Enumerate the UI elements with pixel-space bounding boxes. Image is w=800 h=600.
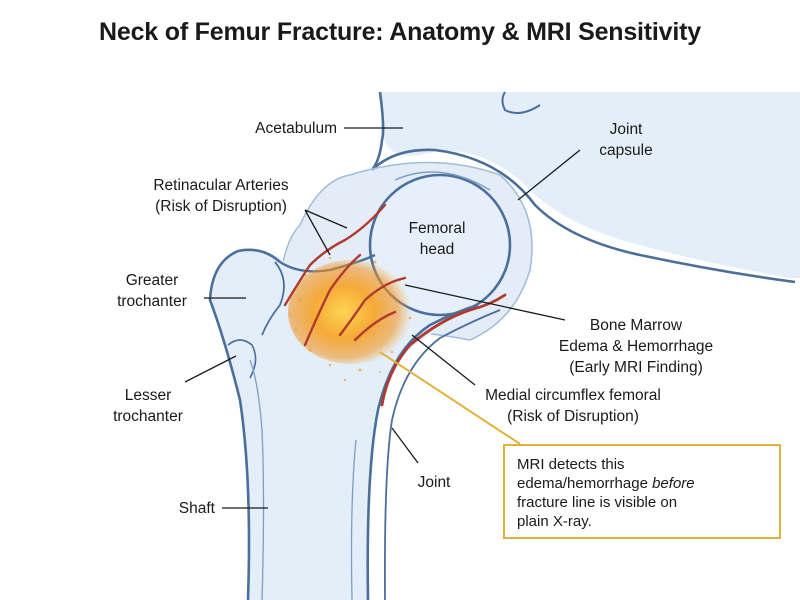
label-medial-circumflex-2: (Risk of Disruption) xyxy=(507,408,639,425)
femur-medial-outline xyxy=(366,303,479,600)
label-acetabulum: Acetabulum xyxy=(255,120,337,137)
label-femoral-head-2: head xyxy=(420,241,454,258)
label-shaft: Shaft xyxy=(179,500,216,517)
label-femoral-head-1: Femoral xyxy=(409,220,466,237)
bone-marrow-leader xyxy=(404,284,566,321)
label-bone-marrow-3: (Early MRI Finding) xyxy=(569,359,703,376)
lesser-trochanter-outline xyxy=(227,339,257,379)
callout-line-3: fracture line is visible on xyxy=(517,494,678,511)
callout-line-4: plain X-ray. xyxy=(517,513,592,530)
pelvis-bone xyxy=(380,92,800,278)
medial-circumflex-leader xyxy=(411,334,476,386)
callout-line-2a: edema/hemorrhage xyxy=(517,475,653,492)
label-joint-capsule-1: Joint xyxy=(610,121,643,138)
label-joint-capsule-2: capsule xyxy=(599,142,652,159)
callout-emphasis: before xyxy=(652,475,695,492)
greater-trochanter-outline xyxy=(261,261,285,336)
diagram-title: Neck of Femur Fracture: Anatomy & MRI Se… xyxy=(99,18,701,46)
femur-bone xyxy=(210,248,472,600)
lesser-trochanter-leader xyxy=(184,355,237,383)
label-retinacular-1: Retinacular Arteries xyxy=(153,177,289,194)
pelvis-outline xyxy=(370,91,796,284)
label-greater-trochanter-1: Greater xyxy=(126,272,179,289)
joint-capsule-leader xyxy=(517,149,581,201)
bone-marrow-edema xyxy=(288,260,412,364)
label-greater-trochanter-2: trochanter xyxy=(117,293,187,310)
femur-lateral-outline xyxy=(208,248,281,600)
label-lesser-trochanter-1: Lesser xyxy=(125,387,172,404)
label-bone-marrow-1: Bone Marrow xyxy=(590,317,683,334)
label-retinacular-2: (Risk of Disruption) xyxy=(155,198,287,215)
femoral-head xyxy=(368,173,512,317)
edema-speckles xyxy=(289,256,412,382)
callout-connector xyxy=(379,351,521,445)
label-joint: Joint xyxy=(418,474,451,491)
retinacular-arteries xyxy=(283,203,407,347)
label-bone-marrow-2: Edema & Hemorrhage xyxy=(559,338,713,355)
callout-line-2: edema/hemorrhage before xyxy=(517,474,767,493)
medial-circumflex-artery xyxy=(380,293,507,407)
callout-line-1: MRI detects this xyxy=(517,456,625,473)
label-medial-circumflex-1: Medial circumflex femoral xyxy=(485,387,661,404)
retinacular-leader-1 xyxy=(304,209,331,256)
mri-callout-box: MRI detects this edema/hemorrhage before… xyxy=(503,444,781,539)
label-lesser-trochanter-2: trochanter xyxy=(113,408,183,425)
retinacular-leader-2 xyxy=(304,209,348,229)
joint-leader xyxy=(391,427,419,464)
